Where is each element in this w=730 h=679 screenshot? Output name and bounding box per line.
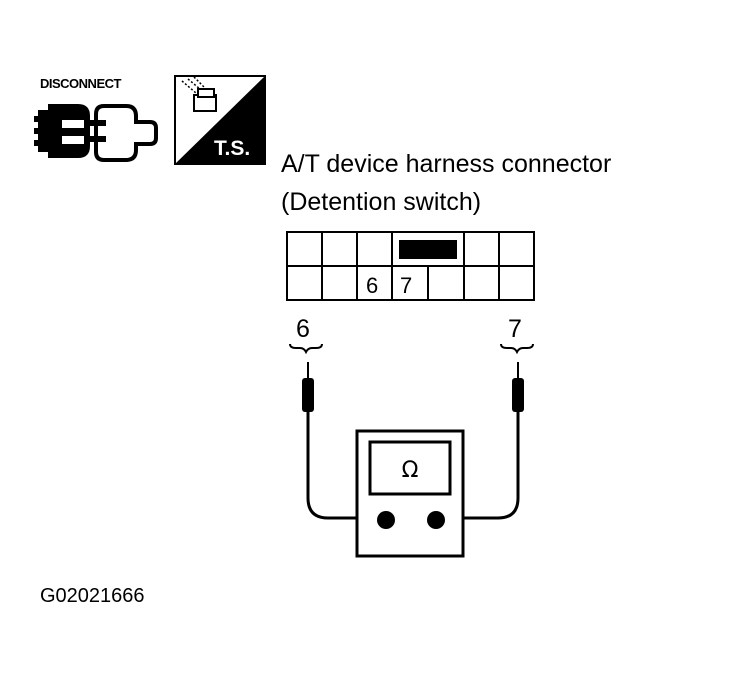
pin-label-7: 7 [400,273,412,298]
probe-right [436,362,524,520]
disconnect-icon [34,104,158,162]
ohmmeter: Ω [355,429,465,558]
brace-7 [500,343,534,355]
connector-subtitle: (Detention switch) [281,188,482,216]
brace-6 [289,343,323,355]
probe-left [302,362,386,520]
connector-title: A/T device harness connector [281,150,612,178]
meter-terminal-right [427,511,445,529]
meter-terminal-left [377,511,395,529]
disconnect-label: DISCONNECT [40,76,121,91]
probe-label-6: 6 [296,315,310,343]
connector-face [286,231,535,301]
ts-label: T.S. [214,137,250,160]
pin-label-6: 6 [366,273,378,298]
figure-id: G02021666 [40,585,145,607]
ts-icon: T.S. [174,75,266,165]
probe-label-7: 7 [508,315,522,343]
connector-key [399,240,457,259]
ohm-symbol: Ω [402,458,419,483]
